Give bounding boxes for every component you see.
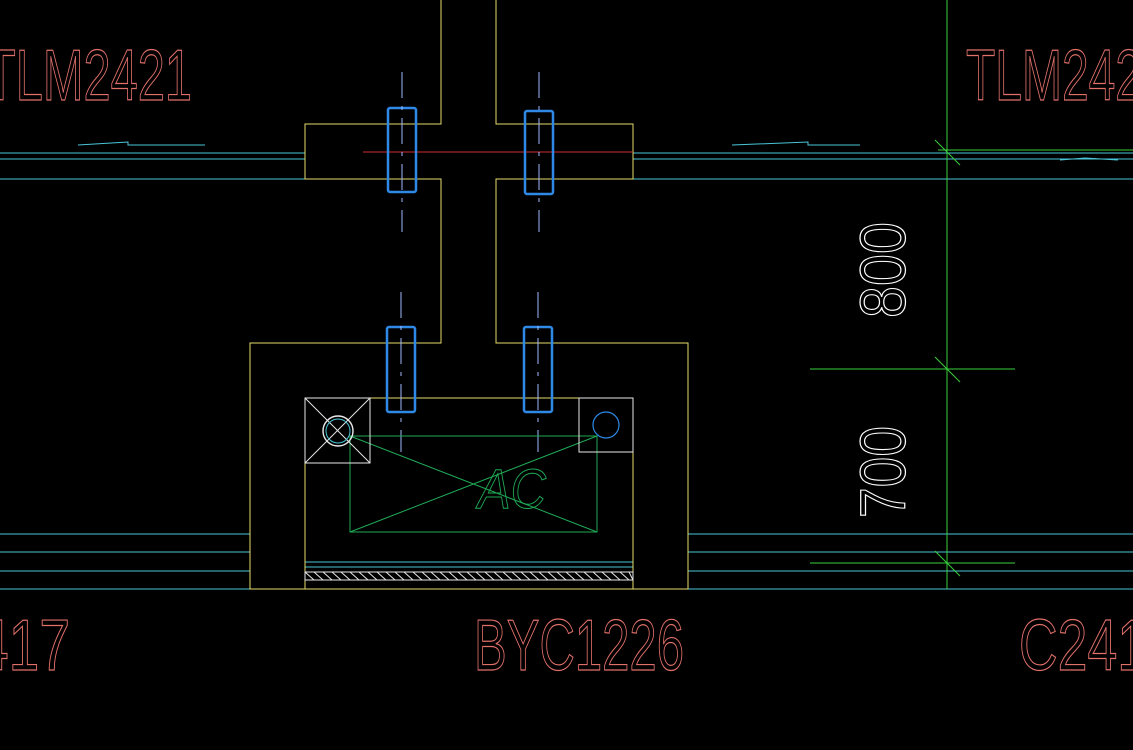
hatch-line xyxy=(556,571,567,581)
hatch-line xyxy=(493,571,504,581)
label-bottom-left: 417 xyxy=(0,606,70,686)
column-outline xyxy=(249,0,689,590)
floor-drain-icon-right xyxy=(578,397,634,453)
hatch-line xyxy=(304,571,315,581)
hatch-line xyxy=(529,571,540,581)
hatch-line xyxy=(574,571,585,581)
hatch-line xyxy=(340,571,351,581)
dimension-upper: 800 xyxy=(847,222,919,318)
hatch-line xyxy=(349,571,360,581)
hatch-line xyxy=(457,571,468,581)
hatch-line xyxy=(331,571,342,581)
hatch-line xyxy=(610,571,621,581)
hatch-line xyxy=(403,571,414,581)
hatch-line xyxy=(385,571,396,581)
hatch-line xyxy=(538,571,549,581)
hatch-line xyxy=(448,571,459,581)
hatch-line xyxy=(520,571,531,581)
rebar-slots xyxy=(385,106,555,414)
hatch-line xyxy=(430,571,441,581)
ac-unit-symbol xyxy=(349,435,598,533)
floor-drain-icon xyxy=(304,397,371,464)
hatch-line xyxy=(376,571,387,581)
hatch-line xyxy=(313,571,324,581)
hatch-line xyxy=(475,571,486,581)
hatch-line xyxy=(322,571,333,581)
hatch-line xyxy=(466,571,477,581)
hatch-strip xyxy=(304,571,634,581)
hatch-line xyxy=(367,571,378,581)
hatch-line xyxy=(592,571,603,581)
slot-centerlines xyxy=(400,72,540,452)
label-top-right: TLM242 xyxy=(966,36,1133,116)
hatch-border xyxy=(304,571,634,581)
label-bottom-center: BYC1226 xyxy=(474,606,684,686)
hatch-line xyxy=(601,571,612,581)
hatch-line xyxy=(547,571,558,581)
hatch-line xyxy=(439,571,450,581)
hatch-line xyxy=(565,571,576,581)
hatch-line xyxy=(583,571,594,581)
lower-wall-lines xyxy=(0,533,1133,590)
label-top-left: TLM2421 xyxy=(0,36,192,116)
dimension-lower: 700 xyxy=(847,426,919,518)
hatch-line xyxy=(412,571,423,581)
hatch-line xyxy=(358,571,369,581)
hatch-line xyxy=(421,571,432,581)
hatch-line xyxy=(502,571,513,581)
dimension-line xyxy=(810,0,1133,589)
hatch-line xyxy=(628,571,634,581)
ac-tag: AC xyxy=(475,457,546,520)
hatch-line xyxy=(619,571,630,581)
hatch-line xyxy=(511,571,522,581)
label-bottom-right: C241 xyxy=(1019,606,1133,686)
hatch-line xyxy=(394,571,405,581)
upper-wall-lines xyxy=(0,141,1133,180)
hatch-line xyxy=(484,571,495,581)
